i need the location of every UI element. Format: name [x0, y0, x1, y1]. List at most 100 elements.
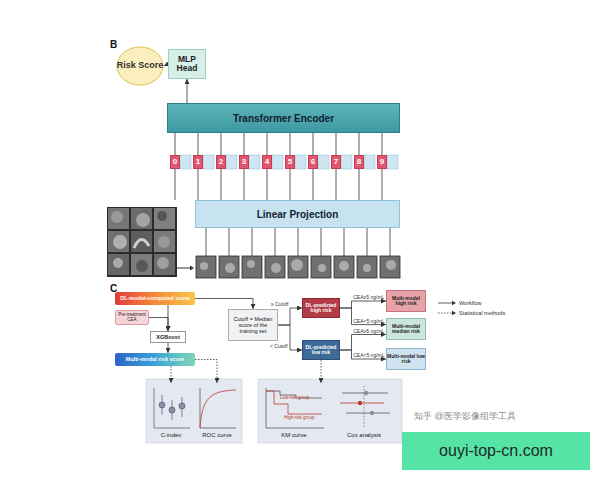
- statistics-arrow: [195, 360, 217, 384]
- node-text: 8: [357, 158, 361, 167]
- workflow-arrow: [359, 169, 360, 200]
- watermark-text: 知乎 @医学影像组学工具: [414, 412, 516, 421]
- node-text: Risk Score: [117, 61, 164, 71]
- result-panel: KM curve: [262, 383, 326, 441]
- result-panel: ROC curve: [196, 383, 238, 441]
- node-text: 6: [311, 158, 315, 167]
- workflow-arrow: [382, 133, 383, 155]
- workflow-arrow: [278, 308, 302, 325]
- workflow-arrow: [267, 169, 268, 200]
- node-text: MLP Head: [169, 55, 205, 74]
- circle-shape: [117, 47, 163, 85]
- node-text: DL-predicted high risk: [303, 303, 339, 314]
- encoder-band: Transformer Encoder: [167, 103, 400, 133]
- score-bar: DL-model-computed score: [115, 292, 195, 305]
- node-text: 3: [242, 158, 246, 167]
- node-text: Cox analysis: [347, 432, 381, 439]
- node-text: Cutoff = Median score of the training se…: [230, 316, 276, 334]
- token-box: 3: [239, 155, 249, 169]
- node-text: 7: [334, 158, 338, 167]
- legend-sample: [438, 300, 456, 306]
- legend-row: Workflow: [438, 298, 505, 308]
- legend-arrowhead: [452, 301, 456, 305]
- workflow-arrow: [290, 169, 291, 200]
- watermark-banner: ouyi-top-cn.com: [402, 432, 590, 470]
- token-box: 4: [262, 155, 272, 169]
- token-box: 1: [193, 155, 203, 169]
- token-box: 8: [354, 155, 364, 169]
- legend-line: [438, 313, 452, 314]
- node-text: DL-predicted low risk: [303, 345, 339, 356]
- workflow-arrow: [244, 169, 245, 200]
- node-text: Pre-treatment CEA: [116, 313, 148, 323]
- node-text: 0: [173, 158, 177, 167]
- panel-letter: C: [110, 284, 117, 294]
- cutoff-box: Cutoff = Median score of the training se…: [228, 309, 278, 341]
- workflow-arrow: [340, 335, 386, 351]
- workflow-arrow: [221, 169, 222, 200]
- legend-line: [438, 303, 452, 304]
- legend-text: Workflow: [459, 300, 482, 306]
- legend-text: Statistical methods: [459, 310, 505, 316]
- legend-arrowhead: [452, 311, 456, 315]
- workflow-arrow: [313, 169, 314, 200]
- edge-label: < Cutoff: [270, 344, 288, 349]
- workflow-arrow: [267, 133, 268, 155]
- workflow-arrow: [244, 133, 245, 155]
- legend-sample: [438, 310, 456, 316]
- node-text: Multi-modal risk score: [126, 356, 184, 362]
- patch-texture: [200, 259, 396, 273]
- token-box: 5: [285, 155, 295, 169]
- model-box: XGBoost: [150, 331, 186, 343]
- node-text: KM curve: [281, 432, 306, 439]
- workflow-arrow: [198, 133, 199, 155]
- edge-label: CEA<5 ng/mL: [353, 353, 384, 358]
- result-panel: Cox analysis: [330, 383, 398, 441]
- node-text: 5: [288, 158, 292, 167]
- score-bar: Multi-modal risk score: [115, 353, 195, 366]
- node-text: Multi-modal median risk: [387, 324, 425, 335]
- result-panels: [146, 379, 402, 443]
- risk-score-circle: Risk Score: [116, 46, 164, 86]
- edge-label: CEA≥5 ng/mL: [353, 329, 384, 334]
- workflow-arrow: [340, 308, 386, 325]
- curve-label: High-risk group: [284, 416, 315, 421]
- workflow-arrow: [313, 133, 314, 155]
- projection-band: Linear Projection: [195, 200, 400, 228]
- token-box: 2: [216, 155, 226, 169]
- workflow-arrow: [336, 169, 337, 200]
- embedding-boxes: [180, 155, 398, 169]
- cindex-plot: [154, 388, 190, 428]
- risk-group-box: Multi-modal median risk: [386, 318, 426, 340]
- mlp-head-box: MLP Head: [168, 49, 206, 79]
- workflow-arrow: [290, 133, 291, 155]
- risk-group-box: DL-predicted high risk: [302, 298, 340, 318]
- node-text: ouyi-top-cn.com: [439, 442, 553, 460]
- risk-group-box: DL-predicted low risk: [302, 340, 340, 360]
- node-text: Transformer Encoder: [233, 113, 334, 124]
- workflow-arrow: [336, 133, 337, 155]
- node-text: 9: [380, 158, 384, 167]
- node-text: Multi-modal low risk: [387, 354, 425, 365]
- node-text: 2: [219, 158, 223, 167]
- workflow-arrow: [168, 343, 169, 353]
- node-text: C-index: [161, 432, 182, 439]
- cox-forest-plot: [340, 386, 390, 428]
- token-box: 7: [331, 155, 341, 169]
- legend: WorkflowStatistical methods: [438, 298, 505, 318]
- statistics-arrow: [171, 366, 172, 383]
- input-box: Pre-treatment CEA: [115, 310, 149, 325]
- patch-to-projection-lines: [206, 228, 390, 256]
- workflow-arrow: [175, 169, 176, 200]
- roc-plot: [200, 388, 236, 428]
- panel-letter: B: [110, 40, 117, 50]
- edge-label: ≥ Cutoff: [271, 302, 288, 307]
- workflow-arrow: [382, 169, 383, 200]
- token-box: 0: [170, 155, 180, 169]
- workflow-arrow: [340, 350, 386, 359]
- token-box: 6: [308, 155, 318, 169]
- node-text: Multi-modal high risk: [387, 296, 425, 307]
